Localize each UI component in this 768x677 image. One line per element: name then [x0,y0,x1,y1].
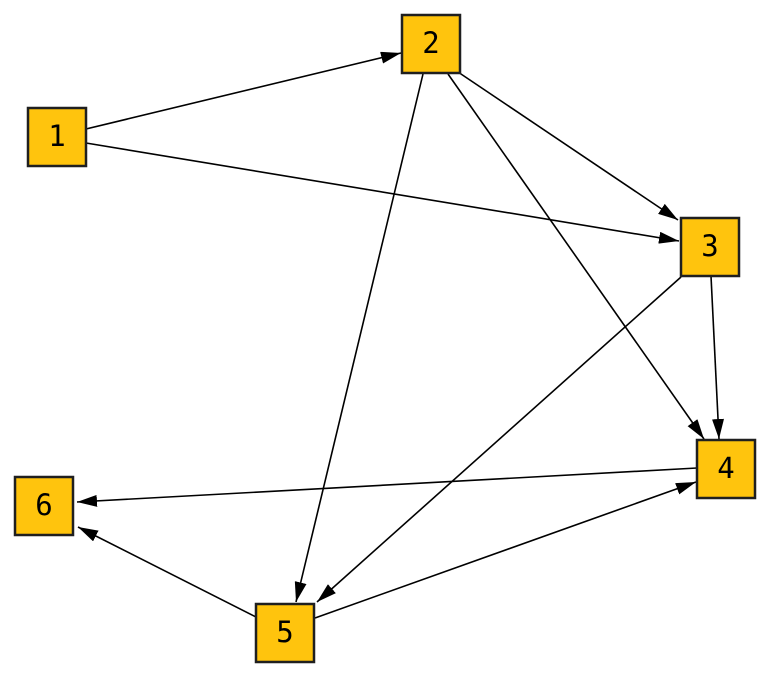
node-1-label: 1 [48,119,65,153]
edge-3-4 [710,275,725,440]
node-2[interactable]: 2 [400,13,462,75]
node-1[interactable]: 1 [26,106,88,168]
node-2-label: 2 [422,26,439,60]
edge-1-2 [85,51,402,130]
edge-layer [76,51,725,619]
edge-2-4 [447,73,705,440]
edge-3-5 [316,276,682,603]
node-3-label: 3 [701,229,718,263]
edge-5-6 [77,526,257,618]
edge-2-3 [457,71,679,221]
edge-5-4 [314,481,697,619]
node-3-box[interactable] [679,216,741,278]
node-5-box[interactable] [254,602,316,664]
edge-1-3 [85,142,680,244]
node-5-label: 5 [276,615,293,649]
node-layer: 1 2 3 4 5 6 [13,13,757,664]
node-4-label: 4 [717,451,734,485]
node-2-box[interactable] [400,13,462,75]
node-6-label: 6 [35,488,52,522]
edge-4-6 [76,467,698,507]
node-1-box[interactable] [26,106,88,168]
node-3[interactable]: 3 [679,216,741,278]
node-4-box[interactable] [695,438,757,500]
node-4[interactable]: 4 [695,438,757,500]
node-6[interactable]: 6 [13,475,75,537]
node-5[interactable]: 5 [254,602,316,664]
edge-2-5 [294,73,424,603]
node-6-box[interactable] [13,475,75,537]
